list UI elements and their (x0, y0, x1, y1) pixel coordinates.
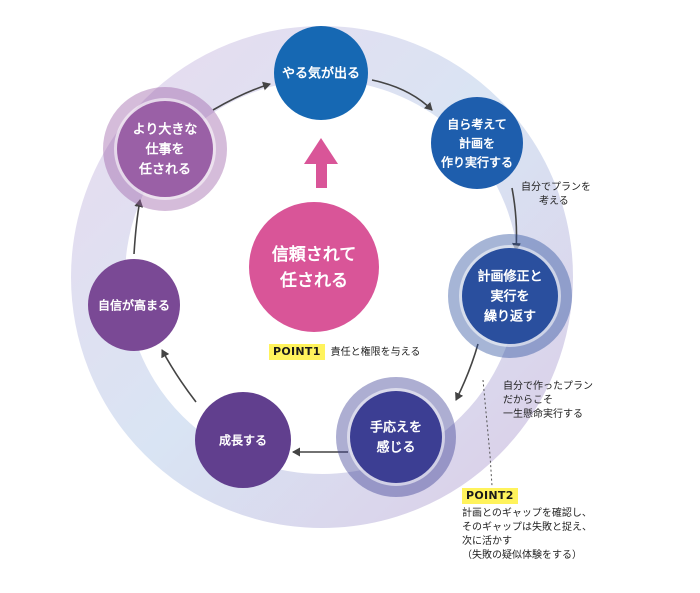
cycle-arrow (133, 199, 144, 255)
point2-line: （失敗の疑似体験をする） (462, 550, 582, 561)
up-arrow-shaft (316, 162, 327, 188)
point1-badge: POINT1 (269, 344, 325, 360)
node-circle (117, 101, 213, 197)
note-think-plan: 自分でプランを 考える (521, 181, 591, 209)
center-circle (249, 202, 379, 332)
point2-line: 計画とのギャップを確認し、 (462, 508, 592, 519)
point2: POINT2 計画とのギャップを確認し、 そのギャップは失敗と捉え、 次に活かす… (462, 488, 592, 563)
point2-line: 次に活かす (462, 536, 512, 547)
node-label: やる気が出る (282, 66, 360, 82)
node-label: 作り実行する (441, 154, 513, 169)
cycle-arrow (511, 187, 521, 251)
node-label: 成長する (219, 432, 267, 447)
point2-line: そのギャップは失敗と捉え、 (462, 522, 592, 533)
node-grow: 成長する (195, 392, 291, 488)
up-arrow-icon (304, 138, 338, 164)
cycle-arrow (455, 343, 479, 401)
note-own-plan: 自分で作ったプラン だからこそ 一生懸命実行する (503, 380, 593, 422)
node-label: 実行を (490, 289, 529, 305)
cycle-arrow (212, 81, 271, 111)
node-label: 自信が高まる (98, 297, 170, 312)
node-circle (195, 392, 291, 488)
point1: POINT1 責任と権限を与える (269, 344, 420, 360)
node-label: 自ら考えて (447, 116, 506, 131)
point2-connector (482, 379, 493, 487)
node-label: 仕事を (144, 142, 184, 158)
cycle-arrow (371, 79, 433, 111)
node-motivated: やる気が出る (274, 26, 368, 120)
node-circle (350, 391, 442, 483)
node-label: 計画を (459, 135, 495, 150)
node-circle (431, 97, 523, 189)
node-label: 手応えを (370, 420, 422, 436)
note-line: だからこそ (503, 395, 553, 406)
cycle-arrow (161, 349, 197, 403)
note-line: 一生懸命実行する (503, 409, 583, 420)
node-label: 感じる (376, 440, 415, 456)
note-line: 自分で作ったプラン (503, 381, 593, 392)
point1-text: 責任と権限を与える (330, 347, 421, 358)
node-confidence: 自信が高まる (88, 259, 180, 351)
note-line: 考える (539, 196, 569, 207)
note-line: 自分でプランを (521, 182, 591, 193)
point2-badge: POINT2 (462, 488, 518, 504)
center-label: 任される (279, 270, 348, 291)
node-circle (88, 259, 180, 351)
node-circle (462, 248, 558, 344)
node-label: 計画修正と (477, 269, 542, 285)
cycle-arrows (133, 79, 521, 487)
node-label: より大きな (133, 122, 198, 138)
node-label: 繰り返す (484, 309, 536, 325)
center-label: 信頼されて (272, 244, 357, 265)
node-circle (274, 26, 368, 120)
node-label: 任される (138, 162, 191, 178)
